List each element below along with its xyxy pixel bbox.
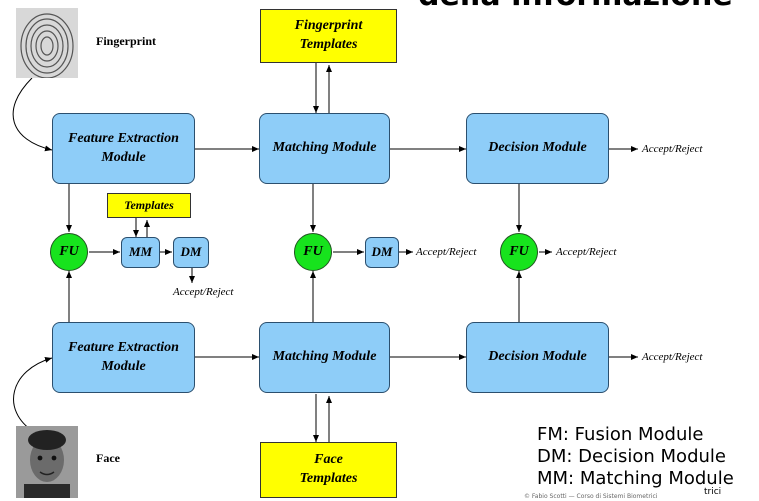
legend-mm: MM: Matching Module (537, 468, 734, 489)
footer-credit: © Fabio Scotti — Corso di Sistemi Biomet… (524, 493, 658, 500)
face-label: Face (96, 451, 120, 465)
mm-box: MM (121, 237, 160, 268)
accept-reject-score-level: Accept/Reject (416, 246, 477, 258)
feature-extraction-module-fingerprint: Feature Extraction Module (52, 113, 195, 184)
legend: FM: Fusion Module DM: Decision Module MM… (537, 424, 734, 490)
feature-extraction-line1: Feature Extraction (68, 131, 179, 147)
decision-module-label: Decision Module (488, 349, 587, 365)
fingerprint-label: Fingerprint (96, 34, 156, 48)
templates-label: Templates (124, 198, 174, 213)
dm-box-score-level: DM (365, 237, 399, 268)
fingerprint-icon (20, 13, 74, 78)
fu-label: FU (59, 244, 79, 259)
face-icon (16, 426, 78, 498)
feature-extraction-line1: Feature Extraction (68, 340, 179, 356)
fusion-unit-feature-level: FU (50, 233, 88, 271)
fusion-unit-score-level: FU (294, 233, 332, 271)
decision-module-fingerprint: Decision Module (466, 113, 609, 184)
face-templates-line1: Face (314, 452, 343, 468)
dm-box-feature-level: DM (173, 237, 209, 268)
accept-reject-decision-level: Accept/Reject (556, 246, 617, 258)
matching-module-label: Matching Module (272, 140, 377, 156)
accept-reject-bottom: Accept/Reject (642, 351, 703, 363)
accept-reject-feature-level: Accept/Reject (173, 286, 234, 298)
fusion-unit-decision-level: FU (500, 233, 538, 271)
accept-reject-top: Accept/Reject (642, 143, 703, 155)
decision-module-face: Decision Module (466, 322, 609, 393)
decision-module-label: Decision Module (488, 140, 587, 156)
fingerprint-templates-line1: Fingerprint (294, 18, 363, 34)
legend-dm: DM: Decision Module (537, 446, 726, 467)
dm-label: DM (180, 244, 202, 260)
face-templates-line2: Templates (299, 471, 358, 486)
feature-extraction-line2: Module (101, 149, 146, 165)
dm-label: DM (371, 244, 393, 260)
footer-fragment: trici (704, 487, 722, 497)
fingerprint-templates-line2: Templates (299, 37, 358, 52)
fingerprint-templates-box: Fingerprint Templates (260, 9, 397, 63)
face-image (16, 426, 78, 498)
feature-extraction-module-face: Feature Extraction Module (52, 322, 195, 393)
templates-box: Templates (107, 193, 191, 218)
matching-module-face: Matching Module (259, 322, 390, 393)
face-templates-box: Face Templates (260, 442, 397, 498)
matching-module-label: Matching Module (272, 349, 377, 365)
fingerprint-image (16, 8, 78, 78)
fu-label: FU (303, 244, 323, 259)
matching-module-fingerprint: Matching Module (259, 113, 390, 184)
fu-label: FU (509, 244, 529, 259)
legend-fm: FM: Fusion Module (537, 424, 704, 445)
mm-label: MM (128, 244, 153, 260)
slide-title: della informazione (418, 0, 733, 13)
feature-extraction-line2: Module (101, 358, 146, 374)
